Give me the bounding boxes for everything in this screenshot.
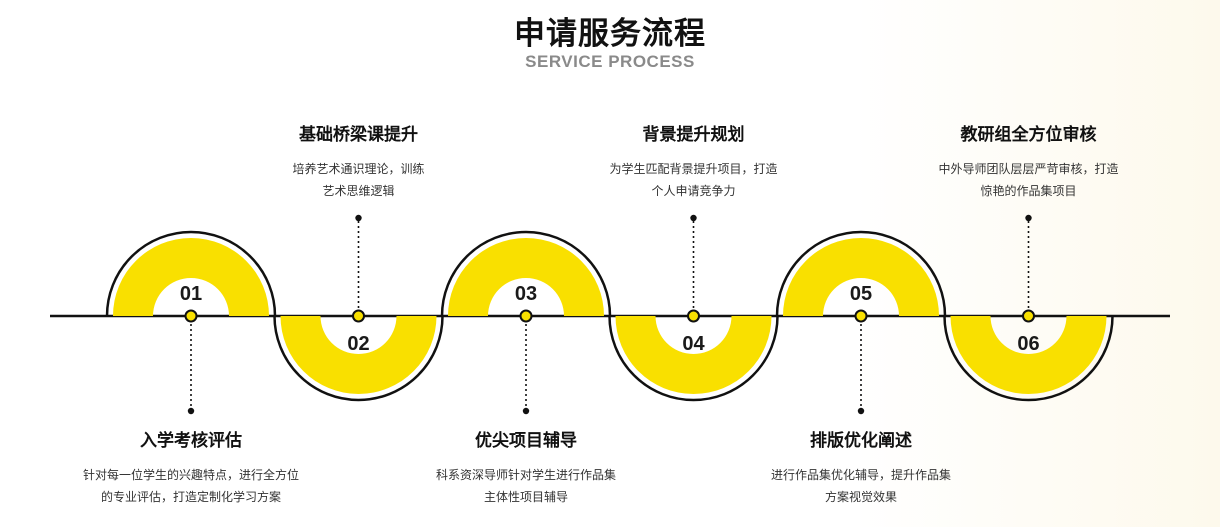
step-02-title: 基础桥梁课提升 (299, 125, 418, 145)
step-05-title: 排版优化阐述 (810, 431, 912, 451)
step-03-description: 科系资深导师针对学生进行作品集主体性项目辅导 (435, 468, 616, 504)
step-02-outline-arc (273, 315, 444, 402)
page-title: 申请服务流程 (514, 16, 706, 52)
step-03-title: 优尖项目辅导 (475, 431, 577, 451)
step-01-description: 针对每一位学生的兴趣特点，进行全方位的专业评估，打造定制化学习方案 (82, 468, 299, 504)
step-06-description: 中外导师团队层层严苛审核，打造惊艳的作品集项目 (938, 162, 1119, 198)
step-04-outline-arc (608, 315, 779, 402)
step-06-outline-arc (943, 315, 1114, 402)
step-06-title: 教研组全方位审核 (960, 125, 1097, 145)
step-01-half-ring (113, 238, 269, 316)
step-02-half-ring (280, 316, 437, 394)
page-subtitle: SERVICE PROCESS (525, 52, 695, 71)
step-04-half-ring (615, 316, 772, 394)
step-01-number: 01 (180, 283, 202, 305)
step-04-connector-dot (690, 214, 697, 222)
step-01-connector-dot (187, 407, 195, 415)
step-05-node (854, 309, 868, 323)
step-05-outline-arc (775, 230, 947, 317)
step-03-label: 优尖项目辅导科系资深导师针对学生进行作品集主体性项目辅导 (386, 430, 666, 508)
step-03-number: 03 (515, 283, 537, 305)
step-06-half-ring (950, 316, 1107, 394)
step-03-connector-dot (522, 407, 530, 415)
step-06-node (1022, 309, 1035, 323)
step-03-node (519, 309, 533, 323)
step-02-connector-dot (355, 214, 362, 222)
step-04-label: 背景提升规划为学生匹配背景提升项目，打造个人申请竞争力 (554, 124, 834, 202)
step-02-label: 基础桥梁课提升培养艺术通识理论，训练艺术思维逻辑 (219, 124, 499, 202)
step-05-number: 05 (850, 283, 872, 305)
step-05-description: 进行作品集优化辅导，提升作品集方案视觉效果 (770, 468, 951, 504)
step-06-number: 06 (1017, 333, 1039, 355)
step-01-title: 入学考核评估 (140, 431, 242, 451)
step-06-label: 教研组全方位审核中外导师团队层层严苛审核，打造惊艳的作品集项目 (889, 124, 1169, 202)
step-01-label: 入学考核评估针对每一位学生的兴趣特点，进行全方位的专业评估，打造定制化学习方案 (51, 430, 331, 508)
step-01-outline-arc (105, 230, 277, 317)
step-02-number: 02 (347, 333, 369, 355)
step-03-outline-arc (440, 230, 612, 317)
step-02-node (352, 309, 365, 323)
step-05-connector-dot (857, 407, 865, 415)
step-04-number: 04 (682, 333, 705, 355)
step-05-label: 排版优化阐述进行作品集优化辅导，提升作品集方案视觉效果 (721, 430, 1001, 508)
step-04-description: 为学生匹配背景提升项目，打造个人申请竞争力 (609, 162, 778, 198)
step-03-half-ring (448, 238, 604, 316)
step-02-description: 培养艺术通识理论，训练艺术思维逻辑 (292, 162, 425, 198)
step-06-connector-dot (1025, 214, 1032, 222)
step-01-node (184, 309, 198, 323)
step-04-title: 背景提升规划 (642, 125, 745, 145)
step-05-half-ring (783, 238, 939, 316)
step-04-node (687, 309, 700, 323)
